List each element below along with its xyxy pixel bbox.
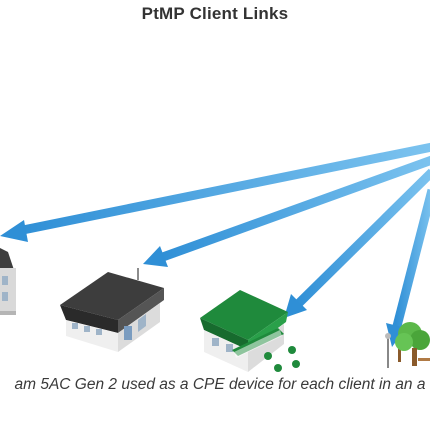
link-arrow-school [143,155,430,267]
park-lamp-tree [385,322,430,368]
school-building [60,268,164,352]
link-arrow-house [0,142,430,242]
link-arrows [0,142,430,347]
cafe-tables [264,346,300,372]
diagram-caption: am 5AC Gen 2 used as a CPE device for ea… [14,376,426,393]
link-arrow-cafe [284,168,430,318]
cafe-green-roof [200,290,300,372]
house-left [0,248,16,315]
diagram-title: PtMP Client Links [141,4,289,23]
